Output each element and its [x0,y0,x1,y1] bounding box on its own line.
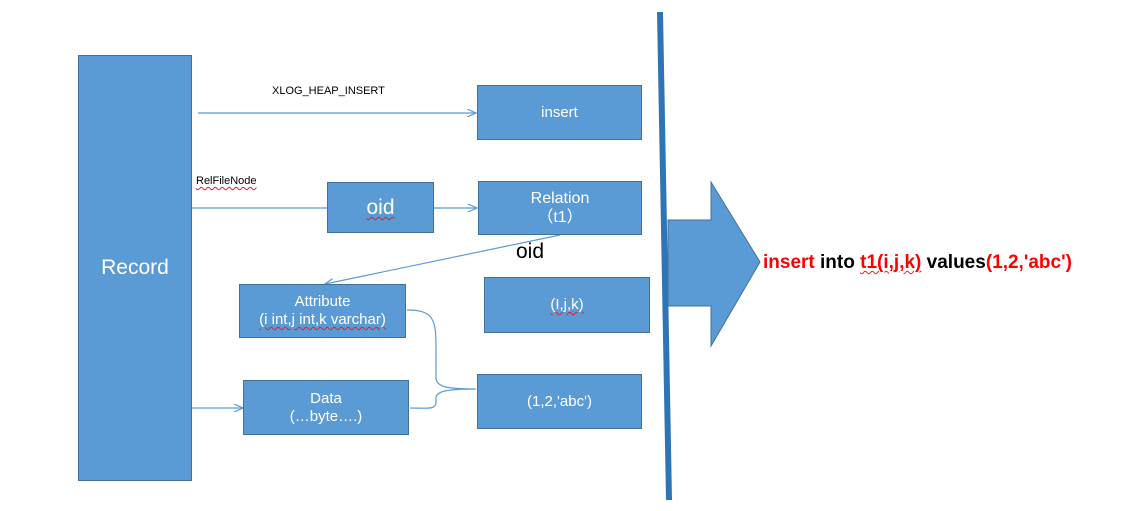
insert-box: insert [477,85,642,140]
data-title: Data [310,389,342,407]
data-box: Data (…byte….) [243,380,409,435]
data-bytes: (…byte….) [289,407,363,425]
divider-line [657,11,672,501]
xlog-heap-insert-label: XLOG_HEAP_INSERT [272,85,385,97]
relfilenode-label: RelFileNode [196,175,257,187]
arrow-relation-to-attribute [325,234,561,284]
brace-attribute-data-to-values [406,309,477,409]
oid-box: oid [327,182,434,233]
values-box: (1,2,'abc') [477,374,642,429]
attribute-columns: (i int,j int,k varchar) [259,311,386,328]
columns-box: (I,j,k) [484,277,650,333]
oid-box-label: oid [366,195,395,219]
sql-values-list: (1,2,'abc') [985,252,1072,273]
sql-table-columns: t1(i,j,k) [860,252,922,273]
record-label: Record [101,256,169,280]
sql-values-keyword: values [921,252,986,273]
columns-label: (I,j,k) [550,296,584,313]
insert-label: insert [541,103,578,121]
relation-box: Relation （t1） [478,181,642,235]
relation-title: Relation [530,189,590,207]
sql-statement: insert into t1(i,j,k) values(1,2,'abc') [763,252,1072,274]
values-label: (1,2,'abc') [527,392,592,410]
attribute-box: Attribute (i int,j int,k varchar) [239,284,406,338]
attribute-title: Attribute [294,293,351,310]
oid-link-label: oid [516,240,545,263]
sql-into-keyword: into [814,252,861,273]
record-box: Record [78,55,192,481]
result-block-arrow [667,180,761,348]
relation-table-name: （t1） [537,209,583,226]
sql-insert-keyword: insert [763,252,815,273]
